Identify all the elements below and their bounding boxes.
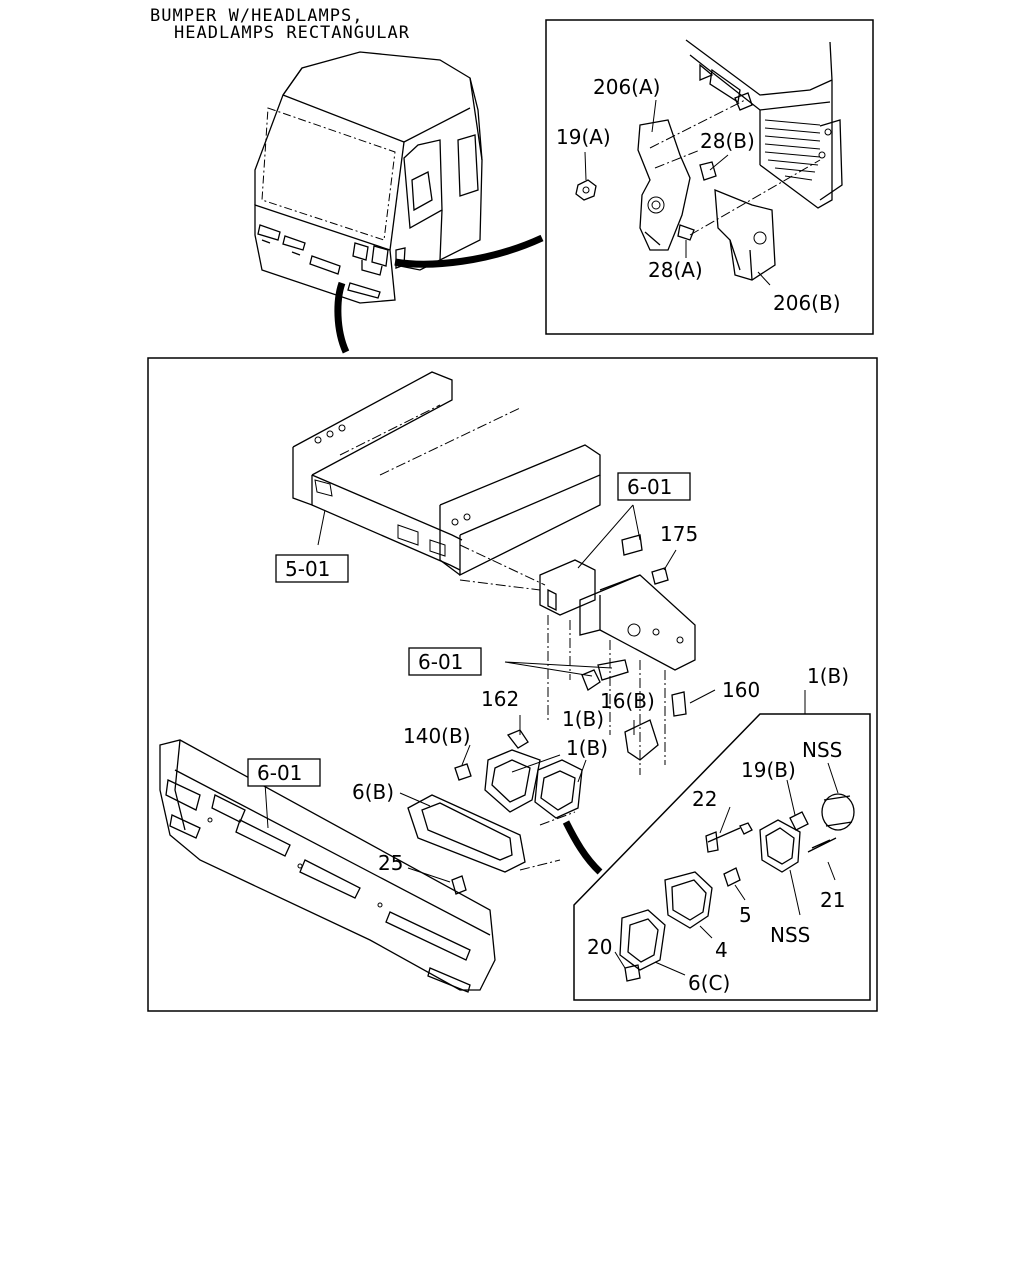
callout-1b-b: 1(B): [566, 736, 608, 760]
lamp-detail-illustration: [614, 762, 855, 982]
leader-cab-to-detail: [394, 234, 544, 268]
callout-19b: 19(B): [741, 758, 796, 782]
callout-nss-2: NSS: [770, 923, 810, 947]
callout-5: 5: [739, 903, 752, 927]
leader-to-lamp-detail: [562, 820, 603, 875]
bumper-illustration: [159, 739, 496, 993]
callout-16b: 16(B): [600, 689, 655, 713]
callout-20: 20: [587, 935, 612, 959]
callout-162: 162: [481, 687, 519, 711]
callout-175: 175: [660, 522, 698, 546]
callout-1b-c: 1(B): [807, 664, 849, 688]
leader-cab-to-main: [334, 281, 350, 354]
headlamp-components-illustration: [399, 729, 587, 895]
callout-1b-a: 1(B): [562, 707, 604, 731]
detail-box-lamp: [573, 713, 871, 1001]
callout-5-01: 5-01: [285, 557, 330, 581]
callout-6b: 6(B): [352, 780, 394, 804]
ref-box-bracket2: [408, 647, 482, 676]
callout-140b: 140(B): [403, 724, 471, 748]
callout-160: 160: [722, 678, 760, 702]
callout-21: 21: [820, 888, 845, 912]
callout-206a: 206(A): [593, 75, 660, 99]
callout-6-01-bumper: 6-01: [257, 761, 302, 785]
bracket-detail-illustration: [575, 39, 843, 286]
callout-4: 4: [715, 938, 728, 962]
callout-19a: 19(A): [556, 125, 611, 149]
ref-box-frame: [275, 554, 349, 583]
callout-28b: 28(B): [700, 129, 755, 153]
diagram-title-line1: BUMPER W/HEADLAMPS,: [150, 6, 364, 26]
callout-28a: 28(A): [648, 258, 703, 282]
callout-nss-1: NSS: [802, 738, 842, 762]
callout-206b: 206(B): [773, 291, 841, 315]
callout-22: 22: [692, 787, 717, 811]
ref-box-bracket: [617, 472, 691, 501]
ref-box-bumper: [247, 758, 321, 787]
callout-25: 25: [378, 851, 403, 875]
callout-6c: 6(C): [688, 971, 730, 995]
diagram-title-line2: HEADLAMPS RECTANGULAR: [174, 23, 410, 43]
main-box: [147, 357, 878, 1012]
bumper-bracket-illustration: [459, 504, 716, 775]
cab-illustration: [254, 51, 483, 304]
callout-6-01-bracket: 6-01: [627, 475, 672, 499]
detail-box-bracket: [545, 19, 874, 335]
callout-6-01-bracket2: 6-01: [418, 650, 463, 674]
frame-rail-illustration: [292, 371, 601, 586]
